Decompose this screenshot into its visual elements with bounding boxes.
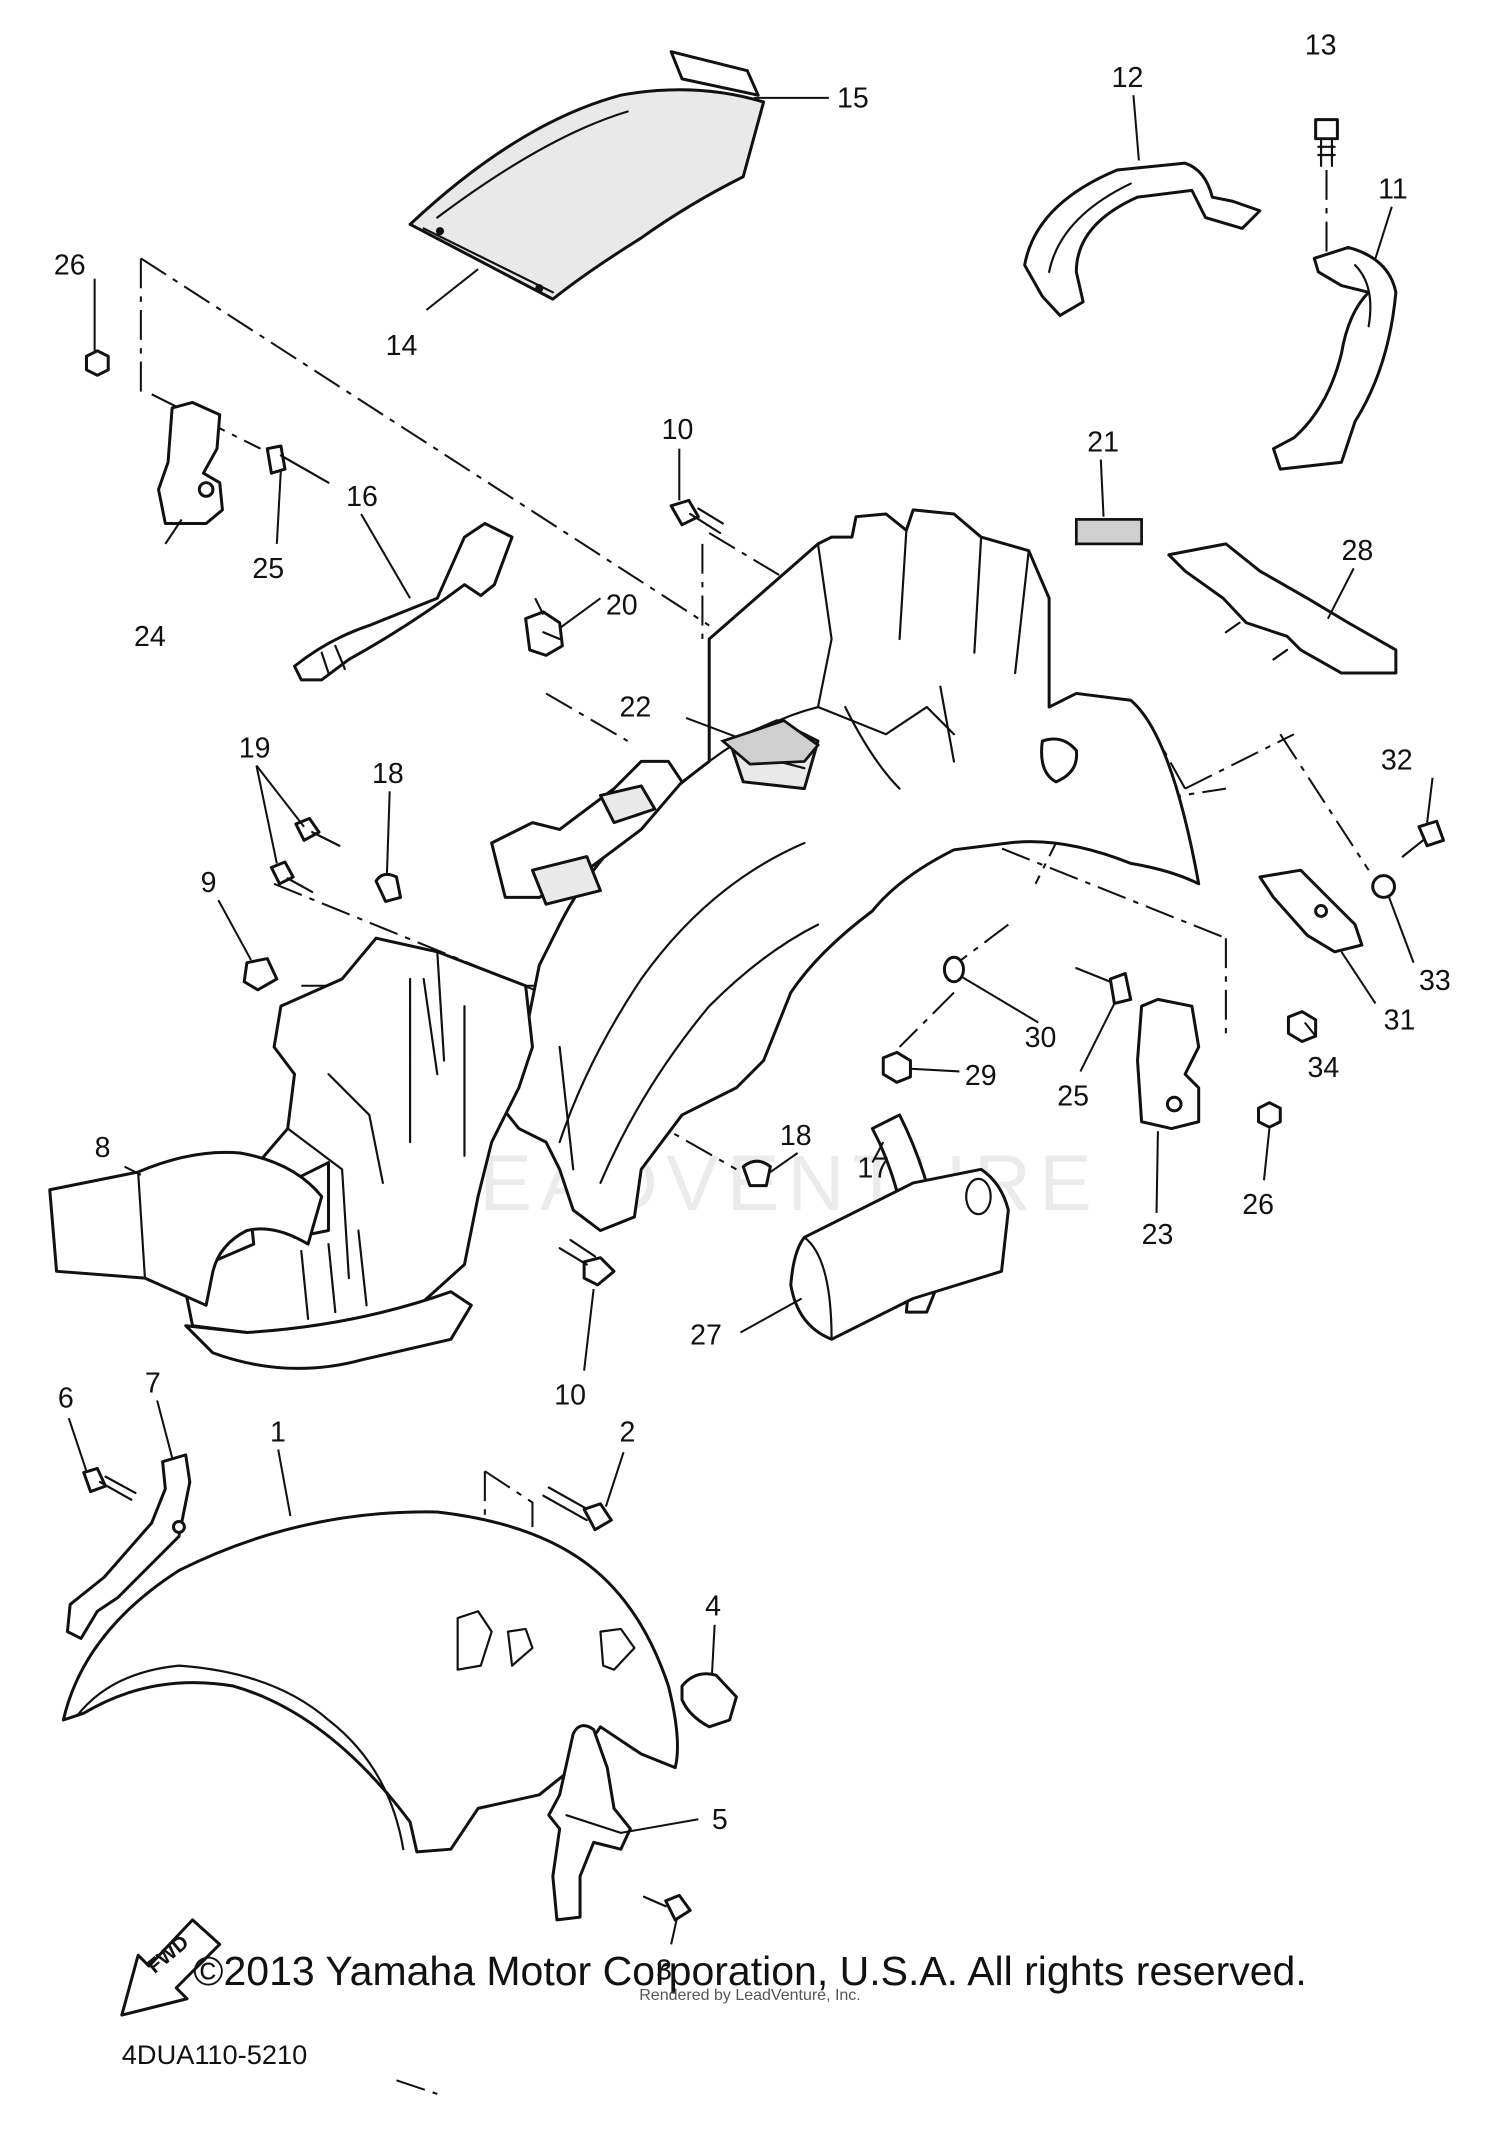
- callouts: 1 2 3 4 5 6 7 8 9 10 11 12 13 14 15 16 1…: [54, 29, 1451, 1986]
- callout-15: 15: [837, 82, 869, 114]
- callout-19: 19: [239, 732, 271, 764]
- callout-6: 6: [58, 1382, 74, 1414]
- callout-27: 27: [690, 1320, 722, 1352]
- callout-22: 22: [619, 692, 651, 724]
- part-2-bolt: [542, 1486, 613, 1532]
- part-19-screw-lower: [269, 860, 314, 894]
- part-9-clip: [242, 957, 279, 992]
- callout-3: 3: [656, 1955, 672, 1987]
- callout-14: 14: [386, 330, 418, 362]
- part-11-grab-bar: [1271, 245, 1398, 471]
- callout-12: 12: [1112, 62, 1144, 94]
- part-32-screw: [1401, 819, 1445, 858]
- part-25-screw-rear: [1075, 967, 1133, 1005]
- callout-26-b: 26: [1242, 1189, 1274, 1221]
- part-28-bracket: [1167, 542, 1398, 675]
- part-29-nut: [881, 1050, 912, 1084]
- callout-9: 9: [201, 867, 217, 899]
- part-21-pad: [1074, 518, 1143, 546]
- callout-20: 20: [606, 590, 638, 622]
- callout-8: 8: [95, 1132, 111, 1164]
- part-33-washer: [1371, 874, 1396, 899]
- part-18-rivet-lower: [741, 1159, 772, 1188]
- part-7-bracket: [65, 1453, 192, 1640]
- part-23-bracket: [1136, 997, 1201, 1131]
- callout-10: 10: [662, 414, 694, 446]
- callout-2: 2: [619, 1416, 635, 1448]
- part-15-pad: [669, 50, 760, 97]
- part-8-flap: [48, 1150, 324, 1307]
- part-19-screw: [294, 817, 341, 847]
- part-4-bolt: [680, 1672, 738, 1729]
- part-31-bracket: [1258, 868, 1364, 954]
- callout-4: 4: [705, 1590, 721, 1622]
- callout-28: 28: [1341, 535, 1373, 567]
- rear-fender-assembly: [184, 508, 1201, 1370]
- leader-lines: [67, 95, 1434, 1945]
- part-30-washer: [942, 955, 965, 984]
- diagram-code: 4DUA110-5210: [122, 2039, 307, 2070]
- part-20-clip: [524, 610, 564, 657]
- callout-33: 33: [1419, 965, 1451, 997]
- callout-17: 17: [857, 1152, 889, 1184]
- part-16-bracket: [293, 521, 514, 682]
- callout-18: 18: [372, 758, 404, 790]
- part-26-nut-rear: [1257, 1101, 1282, 1129]
- part-1-front-fender: [61, 1510, 679, 1854]
- callout-13: 13: [1305, 29, 1337, 61]
- part-10-bolt: [669, 498, 724, 535]
- callout-30: 30: [1025, 1022, 1057, 1054]
- part-27-bag: [789, 1167, 1010, 1341]
- callout-16: 16: [346, 481, 378, 513]
- callout-32: 32: [1381, 745, 1413, 777]
- callout-34: 34: [1307, 1052, 1339, 1084]
- callout-10-b: 10: [554, 1380, 586, 1412]
- callout-5: 5: [712, 1804, 728, 1836]
- callout-26: 26: [54, 250, 86, 282]
- part-24-bracket: [157, 400, 224, 525]
- part-22-pad: [720, 719, 820, 766]
- callout-25: 25: [252, 553, 284, 585]
- callout-1: 1: [270, 1416, 286, 1448]
- callout-25-b: 25: [1057, 1080, 1089, 1112]
- part-6-bolt: [82, 1466, 137, 1501]
- rendered-by-notice: Rendered by LeadVenture, Inc.: [639, 1987, 861, 2004]
- part-26-nut: [84, 349, 110, 377]
- callout-18-b: 18: [780, 1120, 812, 1152]
- part-25-screw: [265, 444, 330, 484]
- callout-31: 31: [1384, 1004, 1416, 1036]
- part-13-bolt: [1314, 118, 1339, 252]
- callout-23: 23: [1142, 1219, 1174, 1251]
- part-12-grab-bar: [1023, 161, 1262, 317]
- callout-7: 7: [145, 1367, 161, 1399]
- part-5-bracket: [547, 1724, 632, 1922]
- part-10-bolt-lower: [558, 1238, 616, 1287]
- part-3-bolt: [642, 1893, 692, 1922]
- callout-21: 21: [1087, 426, 1119, 458]
- part-14-cover: [408, 88, 766, 301]
- copyright-notice: ©2013 Yamaha Motor Corporation, U.S.A. A…: [193, 1948, 1307, 1994]
- callout-11: 11: [1378, 174, 1408, 206]
- part-18-rivet: [374, 872, 403, 903]
- part-34-nut: [1286, 1010, 1318, 1044]
- callout-24: 24: [134, 621, 166, 653]
- callout-29: 29: [965, 1060, 997, 1092]
